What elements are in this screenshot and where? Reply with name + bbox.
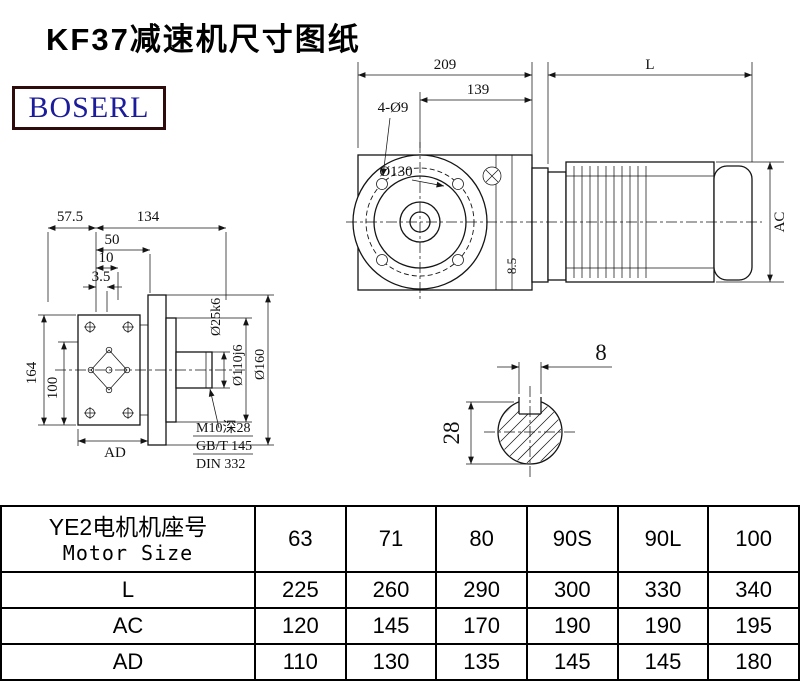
- dim-side-e: 3.5: [92, 269, 111, 285]
- row-label-ac: AC: [0, 607, 256, 645]
- dim-side-d: 10: [99, 250, 114, 266]
- note-tapped-hole: M10深28: [196, 420, 250, 436]
- label-bolt-circle-dia: Ø130: [379, 164, 412, 180]
- motor-size-90l: 90L: [616, 505, 710, 573]
- table-cell: 190: [616, 607, 710, 645]
- table-cell: 340: [707, 571, 800, 609]
- motor-size-71: 71: [344, 505, 438, 573]
- table-cell: 145: [344, 607, 438, 645]
- table-cell: 145: [525, 643, 619, 681]
- dim-motor-length: L: [645, 57, 654, 73]
- dim-motor-height: AC: [772, 212, 788, 233]
- table-cell: 300: [525, 571, 619, 609]
- table-cell: 260: [344, 571, 438, 609]
- table-cell: 180: [707, 643, 800, 681]
- technical-drawing: 209 L 139 4-Ø9 Ø130 8.5 AC: [24, 57, 788, 478]
- table-cell: 145: [616, 643, 710, 681]
- dim-side-center-height: 100: [45, 377, 61, 400]
- motor-size-label-en: Motor Size: [62, 541, 194, 566]
- table-row-ac: AC 120 145 170 190 190 195: [0, 607, 800, 645]
- motor-size-80: 80: [435, 505, 528, 573]
- table-cell: 120: [254, 607, 347, 645]
- table-header-row: YE2电机机座号 Motor Size 63 71 80 90S 90L 100: [0, 505, 800, 573]
- motor-size-100: 100: [707, 505, 800, 573]
- motor-size-table: YE2电机机座号 Motor Size 63 71 80 90S 90L 100…: [0, 505, 800, 681]
- label-bolt-holes: 4-Ø9: [378, 100, 409, 116]
- row-label-l: L: [0, 571, 256, 609]
- dim-side-c: 50: [105, 232, 120, 248]
- eyebolt-hole: [482, 166, 502, 186]
- table-cell: 330: [616, 571, 710, 609]
- dim-key-height: 28: [439, 422, 464, 445]
- motor-size-label-cn: YE2电机机座号: [48, 513, 208, 540]
- page-title: KF37减速机尺寸图纸: [46, 22, 361, 57]
- motor-size-header-cell: YE2电机机座号 Motor Size: [0, 505, 256, 573]
- row-label-ad: AD: [0, 643, 256, 681]
- dim-flange-offset: 139: [467, 82, 490, 98]
- table-cell: 195: [707, 607, 800, 645]
- dim-total-length: 209: [434, 57, 457, 73]
- motor-size-90s: 90S: [525, 505, 619, 573]
- note-standard-gbt: GB/T 145: [196, 439, 252, 454]
- table-cell: 110: [254, 643, 347, 681]
- label-flange-od: Ø160: [253, 349, 268, 380]
- label-shaft-dia: Ø25k6: [209, 298, 224, 336]
- dim-key-width: 8: [595, 340, 607, 365]
- dim-side-b: 134: [137, 209, 160, 225]
- label-pilot-dia: Ø110j6: [231, 345, 246, 386]
- dim-side-ad: AD: [104, 445, 126, 461]
- brand-logo-text: BOSERL: [28, 91, 150, 124]
- table-cell: 225: [254, 571, 347, 609]
- table-cell: 130: [344, 643, 438, 681]
- table-row-l: L 225 260 290 300 330 340: [0, 571, 800, 609]
- brand-logo: BOSERL: [12, 86, 166, 130]
- table-row-ad: AD 110 130 135 145 145 180: [0, 643, 800, 681]
- table-cell: 190: [525, 607, 619, 645]
- dim-foot-offset: 8.5: [504, 258, 519, 274]
- motor-size-63: 63: [254, 505, 347, 573]
- dim-side-a: 57.5: [57, 209, 83, 225]
- side-view: 57.5 134 50 10 3.5 164 100 AD Ø25k6 Ø: [24, 209, 274, 472]
- note-standard-din: DIN 332: [196, 457, 245, 472]
- front-view: 209 L 139 4-Ø9 Ø130 8.5 AC: [346, 57, 788, 302]
- table-cell: 290: [435, 571, 528, 609]
- table-cell: 135: [435, 643, 528, 681]
- dim-side-height: 164: [24, 361, 40, 384]
- shaft-section-view: 8 28: [439, 340, 612, 478]
- table-cell: 170: [435, 607, 528, 645]
